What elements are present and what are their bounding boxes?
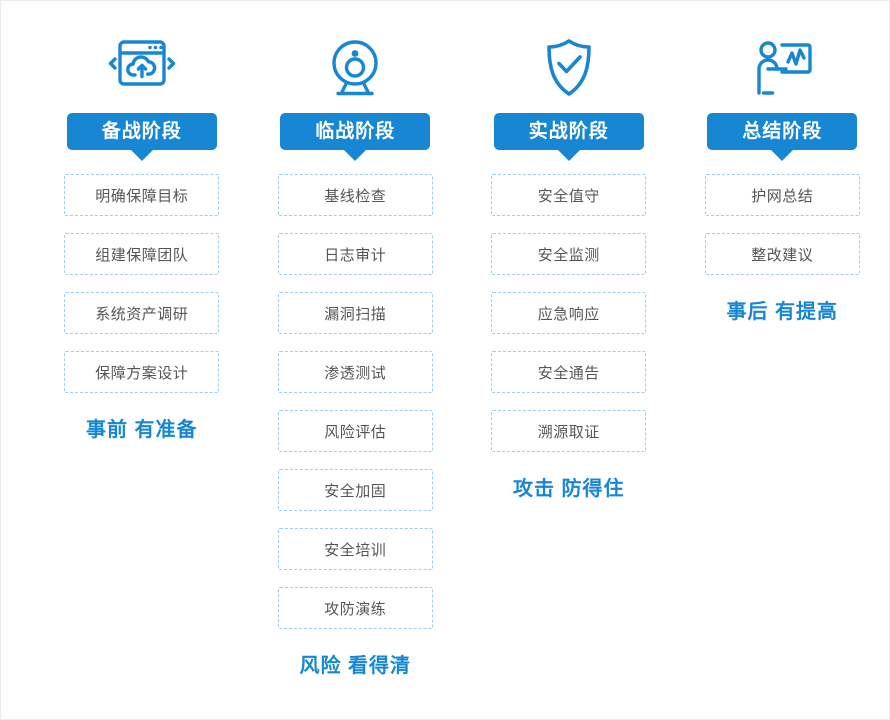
list-item[interactable]: 系统资产调研	[64, 292, 220, 334]
list-item[interactable]: 风险评估	[277, 410, 433, 452]
phase-badge-1[interactable]: 备战阶段	[66, 113, 217, 150]
phase-badge-wrap-4: 总结阶段	[707, 113, 858, 161]
list-item[interactable]: 组建保障团队	[64, 233, 220, 275]
phase-badge-4[interactable]: 总结阶段	[707, 113, 858, 150]
phase-item-list-4: 护网总结 整改建议	[676, 174, 890, 292]
presenter-chart-icon	[746, 27, 818, 109]
list-item[interactable]: 安全值守	[491, 174, 647, 216]
phase-item-list-3: 安全值守 安全监测 应急响应 安全通告 溯源取证	[462, 174, 676, 469]
list-item[interactable]: 日志审计	[277, 233, 433, 275]
phase-column-1: 备战阶段 明确保障目标 组建保障团队 系统资产调研 保障方案设计 事前 有准备	[35, 27, 249, 678]
list-item[interactable]: 保障方案设计	[64, 351, 220, 393]
phase-tagline-3: 攻击 防得住	[512, 478, 625, 500]
shield-check-icon	[533, 27, 605, 109]
badge-tail-icon	[771, 150, 794, 161]
list-item[interactable]: 渗透测试	[277, 351, 433, 393]
list-item[interactable]: 漏洞扫描	[277, 292, 433, 334]
phase-item-list-1: 明确保障目标 组建保障团队 系统资产调研 保障方案设计	[35, 174, 249, 410]
list-item[interactable]: 安全监测	[491, 233, 647, 275]
list-item[interactable]: 明确保障目标	[64, 174, 220, 216]
list-item[interactable]: 应急响应	[491, 292, 647, 334]
phase-tagline-1: 事前 有准备	[85, 419, 198, 441]
list-item[interactable]: 安全培训	[277, 528, 433, 570]
badge-tail-icon	[557, 150, 580, 161]
list-item[interactable]: 整改建议	[704, 233, 860, 275]
list-item[interactable]: 溯源取证	[491, 410, 647, 452]
list-item[interactable]: 安全通告	[491, 351, 647, 393]
list-item[interactable]: 护网总结	[704, 174, 860, 216]
browser-cloud-upload-icon	[106, 27, 178, 109]
phase-badge-2[interactable]: 临战阶段	[280, 113, 431, 150]
phase-badge-wrap-2: 临战阶段	[280, 113, 431, 161]
phase-columns: 备战阶段 明确保障目标 组建保障团队 系统资产调研 保障方案设计 事前 有准备	[1, 1, 889, 678]
phase-badge-wrap-3: 实战阶段	[493, 113, 644, 161]
badge-tail-icon	[344, 150, 367, 161]
list-item[interactable]: 安全加固	[277, 469, 433, 511]
phase-column-3: 实战阶段 安全值守 安全监测 应急响应 安全通告 溯源取证 攻击 防得住	[462, 27, 676, 678]
badge-tail-icon	[130, 150, 153, 161]
webcam-monitor-icon	[319, 27, 391, 109]
phase-tagline-4: 事后 有提高	[726, 301, 839, 323]
list-item[interactable]: 基线检查	[277, 174, 433, 216]
phase-column-2: 临战阶段 基线检查 日志审计 漏洞扫描 渗透测试 风险评估 安全加固 安全培训 …	[249, 27, 463, 678]
phase-tagline-2: 风险 看得清	[299, 655, 412, 677]
list-item[interactable]: 攻防演练	[277, 587, 433, 629]
phase-column-4: 总结阶段 护网总结 整改建议 事后 有提高	[676, 27, 890, 678]
phase-badge-wrap-1: 备战阶段	[66, 113, 217, 161]
phase-item-list-2: 基线检查 日志审计 漏洞扫描 渗透测试 风险评估 安全加固 安全培训 攻防演练	[249, 174, 463, 646]
phase-badge-3[interactable]: 实战阶段	[493, 113, 644, 150]
